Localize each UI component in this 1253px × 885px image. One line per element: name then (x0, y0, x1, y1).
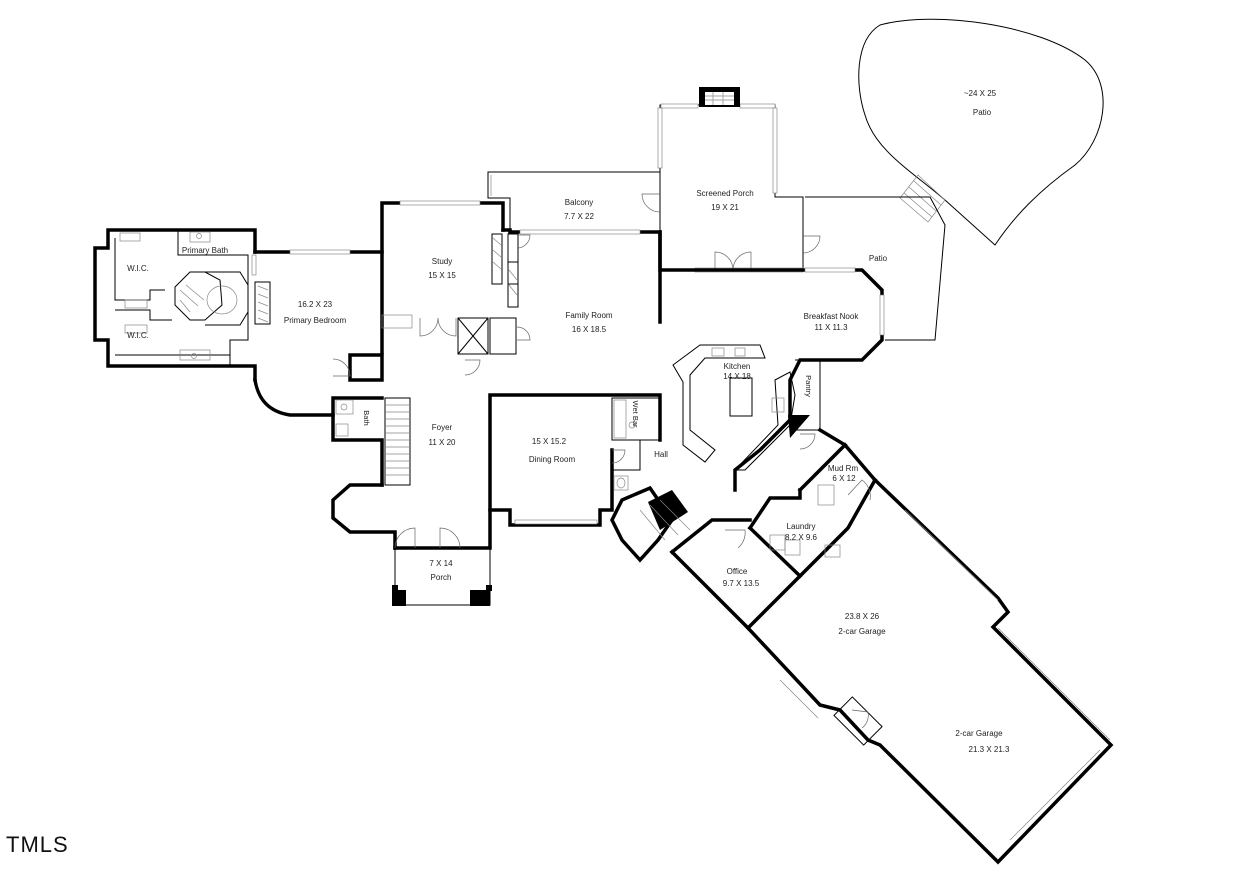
kitchen-name: Kitchen (724, 362, 751, 371)
laundry-name: Laundry (787, 522, 816, 531)
office-name: Office (727, 567, 748, 576)
wic-1-name: W.I.C. (127, 264, 149, 273)
balcony-name: Balcony (565, 198, 593, 207)
garage-1-dims: 23.8 X 26 (845, 612, 880, 621)
screened-porch-area (657, 87, 821, 273)
mud-room-dims: 6 X 12 (832, 474, 856, 483)
primary-bath-name: Primary Bath (182, 246, 228, 255)
screened-porch-dims: 19 X 21 (711, 203, 739, 212)
exterior-walls (93, 201, 1114, 865)
family-room-dims: 16 X 18.5 (572, 325, 607, 334)
wic-2-name: W.I.C. (127, 331, 149, 340)
kitchen-dims: 14 X 18 (723, 372, 751, 381)
tmls-logo: TMLS (6, 832, 69, 857)
foyer-name: Foyer (432, 423, 453, 432)
balcony-dims: 7.7 X 22 (564, 212, 594, 221)
primary-bedroom-dims: 16.2 X 23 (298, 300, 333, 309)
dining-room-name: Dining Room (529, 455, 576, 464)
laundry-dims: 8.2 X 9.6 (785, 533, 818, 542)
garage-1-name: 2-car Garage (838, 627, 886, 636)
room-labels: ~24 X 25 Patio Screened Porch 19 X 21 Ba… (127, 89, 1010, 754)
hall-name: Hall (654, 450, 668, 459)
interior-details (114, 200, 1111, 841)
family-room-name: Family Room (565, 311, 612, 320)
patio-upper-area (858, 18, 1104, 246)
primary-bedroom-name: Primary Bedroom (284, 316, 347, 325)
porch-dims: 7 X 14 (429, 559, 453, 568)
patio-upper-dims: ~24 X 25 (964, 89, 997, 98)
screened-porch-name: Screened Porch (696, 189, 753, 198)
patio-lower-name: Patio (869, 254, 888, 263)
study-dims: 15 X 15 (428, 271, 456, 280)
pantry-name: Pantry (804, 375, 813, 397)
bath-name: Bath (362, 410, 371, 425)
study-name: Study (432, 257, 452, 266)
office-dims: 9.7 X 13.5 (723, 579, 760, 588)
patio-upper-name: Patio (973, 108, 992, 117)
foyer-dims: 11 X 20 (429, 438, 457, 447)
porch-name: Porch (431, 573, 452, 582)
breakfast-nook-name: Breakfast Nook (804, 312, 860, 321)
dining-room-dims: 15 X 15.2 (532, 437, 567, 446)
wet-bar-name: Wet Bar (631, 401, 640, 428)
mud-room-name: Mud Rm (828, 464, 859, 473)
garage-2-name: 2-car Garage (955, 729, 1003, 738)
garage-2-dims: 21.3 X 21.3 (969, 745, 1010, 754)
patio-lower-area (805, 196, 946, 341)
breakfast-nook-dims: 11 X 11.3 (814, 323, 848, 332)
